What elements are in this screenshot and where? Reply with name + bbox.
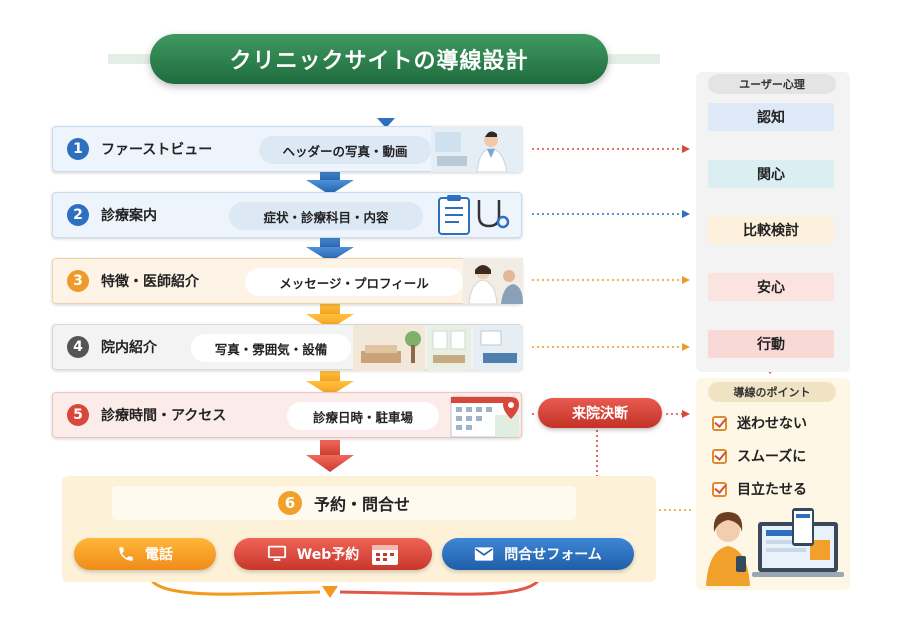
final-step-label: 予約・問合せ: [313, 495, 410, 514]
checkbox-icon: [712, 415, 727, 431]
step-tag: 写真・雰囲気・設備: [191, 334, 351, 362]
web-reservation-label: Web予約: [296, 547, 360, 563]
down-arrow-4-5: [306, 371, 354, 396]
point-item-smooth: スムーズに: [712, 444, 842, 468]
phone-button[interactable]: 電話: [74, 538, 216, 570]
step-number: 1: [67, 138, 89, 160]
psy-stage-interest: 関心: [708, 160, 834, 188]
step-number: 4: [67, 336, 89, 358]
step-services: 2 診療案内 症状・診療科目・内容: [52, 192, 522, 238]
step-tag: メッセージ・プロフィール: [245, 268, 463, 296]
entry-arrow: [377, 118, 395, 128]
down-arrow-5-6: [306, 440, 354, 472]
psy-stage-compare: 比較検討: [708, 216, 834, 244]
point-text: 目立たせる: [737, 482, 807, 498]
step-label: ファーストビュー: [101, 142, 213, 158]
calendar-map-icon: [450, 396, 519, 438]
points-heading: 導線のポイント: [708, 382, 836, 402]
step-number: 6: [277, 491, 302, 515]
calendar-icon: [372, 545, 399, 565]
checkbox-icon: [712, 448, 727, 464]
step-label: 院内紹介: [101, 340, 157, 356]
title-wing-left: [108, 54, 168, 64]
visit-decision-label: 来院決断: [538, 398, 662, 428]
point-text: 迷わせない: [737, 416, 807, 432]
step-facility: 4 院内紹介 写真・雰囲気・設備: [52, 324, 523, 371]
down-arrow-2-3: [306, 237, 354, 262]
step-features-doctor: 3 特徴・医師紹介 メッセージ・プロフィール: [52, 258, 523, 304]
step-label: 診療時間・アクセス: [101, 408, 227, 424]
psy-stage-reassurance: 安心: [708, 273, 834, 301]
title-wing-right: [590, 54, 660, 64]
step-number: 2: [67, 204, 89, 226]
psy-stage-action: 行動: [708, 330, 834, 358]
final-step-header: 6 予約・問合せ: [112, 486, 576, 520]
down-arrow-3-4: [306, 304, 354, 329]
woman-with-devices-illustration: [706, 508, 844, 586]
facility-photos-icon: [353, 325, 523, 371]
diagram-title: クリニックサイトの導線設計: [150, 34, 608, 84]
step-hours-access: 5 診療時間・アクセス 診療日時・駐車場: [52, 392, 522, 438]
phone-icon: [119, 547, 133, 561]
mail-icon: [475, 547, 494, 561]
monitor-icon: [267, 545, 286, 561]
step-label: 診療案内: [101, 208, 157, 224]
psy-stage-awareness: 認知: [708, 103, 834, 131]
step-number: 5: [67, 404, 89, 426]
step-label: 特徴・医師紹介: [101, 274, 199, 290]
doctor-consultation-icon: [463, 258, 523, 304]
contact-form-label: 問合せフォーム: [504, 547, 602, 563]
step-first-view: 1 ファーストビュー ヘッダーの写真・動画: [52, 126, 523, 172]
checkbox-icon: [712, 481, 727, 497]
clipboard-stethoscope-icon: [438, 195, 510, 235]
point-item-no-confusion: 迷わせない: [712, 411, 842, 435]
down-arrow-1-2: [306, 170, 354, 195]
bottom-center-arrow: [322, 586, 338, 598]
contact-form-button[interactable]: 問合せフォーム: [442, 538, 634, 570]
web-reservation-button[interactable]: Web予約: [234, 538, 432, 570]
phone-button-label: 電話: [145, 547, 173, 563]
doctor-photo-icon: [431, 126, 523, 172]
step-tag: ヘッダーの写真・動画: [259, 136, 431, 164]
point-item-stand-out: 目立たせる: [712, 477, 842, 501]
step-tag: 診療日時・駐車場: [287, 402, 439, 430]
psychology-heading: ユーザー心理: [708, 74, 836, 94]
step-number: 3: [67, 270, 89, 292]
step-tag: 症状・診療科目・内容: [229, 202, 423, 230]
point-text: スムーズに: [737, 449, 807, 465]
